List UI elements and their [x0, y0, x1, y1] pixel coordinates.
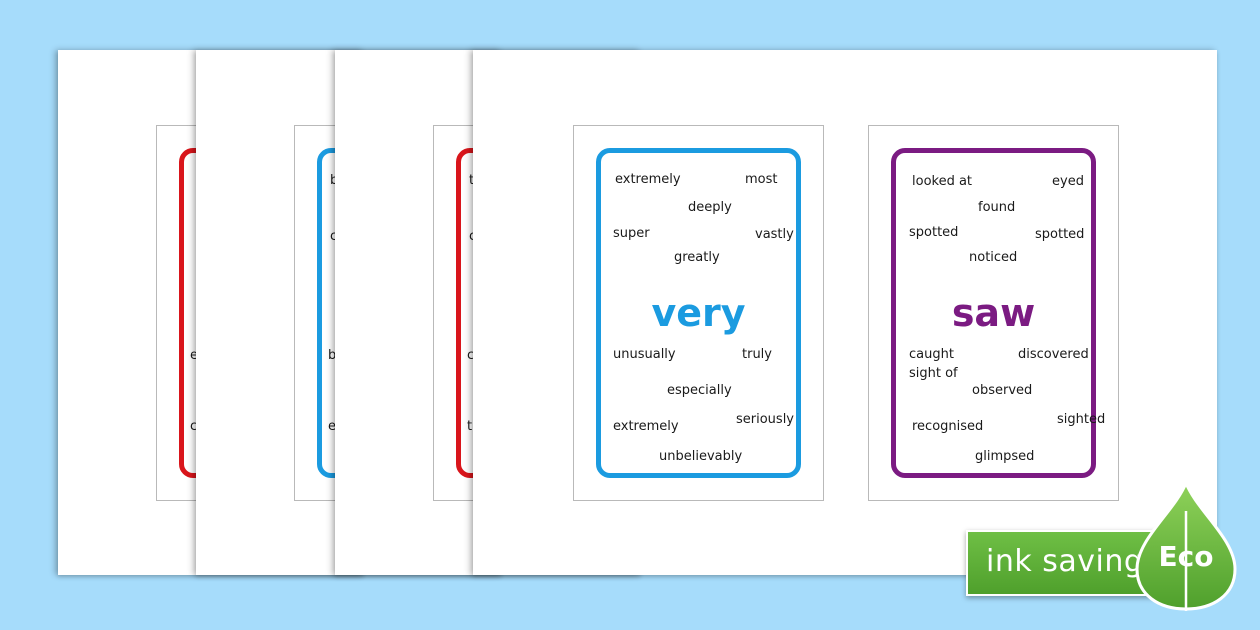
- synonym-word: greatly: [674, 250, 720, 265]
- card-word-fragment: t: [467, 419, 473, 434]
- synonym-word: most: [745, 172, 778, 187]
- card-frame-saw: looked at eyed found spotted spotted not…: [868, 125, 1119, 501]
- card-word-fragment: c: [467, 348, 475, 363]
- synonym-word: super: [613, 226, 650, 241]
- eco-label: Eco: [1158, 540, 1214, 573]
- synonym-word: eyed: [1052, 174, 1084, 189]
- synonym-word: unusually: [613, 347, 676, 362]
- worksheet-page-front: extremely most deeply super vastly great…: [473, 50, 1217, 575]
- synonym-word: spotted: [1035, 227, 1085, 242]
- ink-saving-text: ink saving: [986, 544, 1144, 579]
- card-word-fragment: b: [330, 173, 338, 188]
- synonym-word: caught: [909, 347, 954, 362]
- synonym-word: truly: [742, 347, 772, 362]
- synonym-word: especially: [667, 383, 732, 398]
- synonym-word: extremely: [615, 172, 681, 187]
- synonym-word: looked at: [912, 174, 973, 189]
- card-word-fragment: b: [328, 348, 337, 363]
- eco-leaf-drop-icon: [1135, 481, 1237, 611]
- synonym-word: deeply: [688, 200, 732, 215]
- word-card-saw: looked at eyed found spotted spotted not…: [891, 148, 1105, 478]
- synonym-word: noticed: [969, 250, 1018, 265]
- synonym-word: sight of: [909, 366, 958, 381]
- card-word-fragment: c: [330, 229, 338, 244]
- word-card-very: extremely most deeply super vastly great…: [596, 148, 801, 478]
- card-frame-very: extremely most deeply super vastly great…: [573, 125, 824, 501]
- card-title-saw: saw: [951, 291, 1036, 335]
- synonym-word: sighted: [1057, 412, 1106, 427]
- card-word-fragment: c: [469, 229, 476, 244]
- card-word-fragment: e: [328, 419, 336, 434]
- card-word-fragment: e: [190, 348, 198, 363]
- synonym-word: extremely: [613, 419, 679, 434]
- card-word-fragment: c: [190, 419, 198, 434]
- synonym-word: vastly: [755, 227, 794, 242]
- synonym-word: glimpsed: [975, 449, 1035, 464]
- card-title-very: very: [651, 291, 746, 335]
- synonym-word: found: [978, 200, 1016, 215]
- synonym-word: spotted: [909, 225, 959, 240]
- synonym-word: recognised: [912, 419, 984, 434]
- synonym-word: seriously: [736, 412, 794, 427]
- card-word-fragment: t: [469, 173, 475, 188]
- synonym-word: discovered: [1018, 347, 1089, 362]
- synonym-word: observed: [972, 383, 1033, 398]
- synonym-word: unbelievably: [659, 449, 743, 464]
